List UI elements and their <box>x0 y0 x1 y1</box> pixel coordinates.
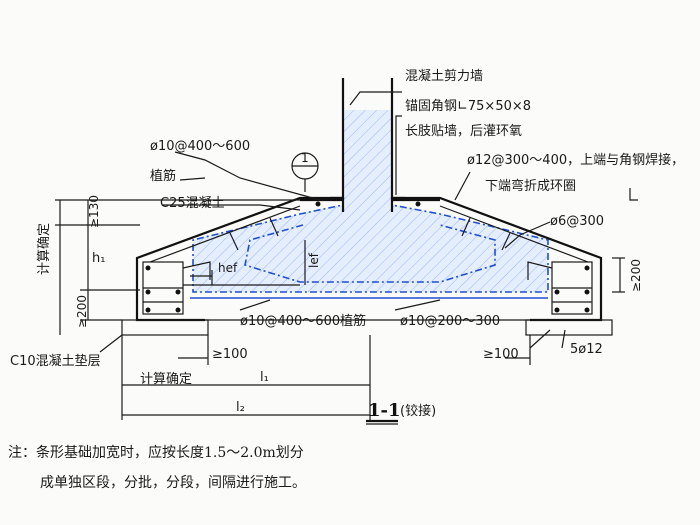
label-rebar-top-1: ø10@400～600 <box>150 139 250 154</box>
label-calc-left: 计算确定 <box>37 223 52 275</box>
label-anchor-angle-2: 长肢贴墙，后灌环氧 <box>405 123 522 139</box>
concrete-wall-and-footing <box>192 78 549 293</box>
label-anchor-angle-1: 锚固角钢∟75×50×8 <box>405 99 531 114</box>
section-title-number: 1-1 <box>368 400 401 421</box>
label-dim-200-left: ≥200 <box>75 295 89 328</box>
section-title-sub: (铰接) <box>400 403 436 419</box>
label-dim-100-right: ≥100 <box>483 347 519 362</box>
label-dim-200-right: ≥200 <box>629 259 643 292</box>
label-c25: C25混凝土 <box>160 195 225 211</box>
callout-number: 1 <box>301 151 309 165</box>
label-dim-100-left: ≥100 <box>212 347 248 362</box>
rebar-cage-left <box>142 261 211 315</box>
label-shear-wall: 混凝土剪力墙 <box>405 68 483 84</box>
label-rebar-bottom-right: ø10@200～300 <box>400 314 500 329</box>
label-l2: l₂ <box>236 400 245 415</box>
label-calc-bottom: 计算确定 <box>140 372 192 387</box>
note-line-1: 注：条形基础加宽时，应按长度1.5～2.0m划分 <box>8 444 304 461</box>
label-h1: h₁ <box>92 251 105 266</box>
label-stirrup-right: ø6@300 <box>550 214 604 229</box>
slanted-rebars <box>149 205 589 299</box>
label-c10: C10混凝土垫层 <box>10 353 101 369</box>
note-line-2: 成单独区段，分批，分段，间隔进行施工。 <box>40 475 306 491</box>
section-callout: 1 <box>291 151 319 192</box>
label-lef: lef <box>307 252 321 268</box>
label-bars-5: 5ø12 <box>570 342 603 357</box>
widened-footing-outline <box>121 78 613 336</box>
label-rebar-bottom-left: ø10@400～600植筋 <box>240 313 366 329</box>
label-dim-130: ≥130 <box>87 195 101 228</box>
rebar-cage-right <box>527 261 593 315</box>
label-rebar-top-2: 植筋 <box>150 168 176 184</box>
leader-lines <box>99 91 638 353</box>
dimension-lines <box>55 199 625 420</box>
label-rebar-hoop-2: 下端弯折成环圈 <box>485 178 576 194</box>
label-rebar-hoop-1: ø12@300～400，上端与角钢焊接， <box>467 152 684 168</box>
label-l1: l₁ <box>260 370 269 385</box>
label-hef: hef <box>218 261 238 275</box>
section-title: 1-1 (铰接) <box>366 400 436 425</box>
anchor-angles <box>315 196 421 212</box>
